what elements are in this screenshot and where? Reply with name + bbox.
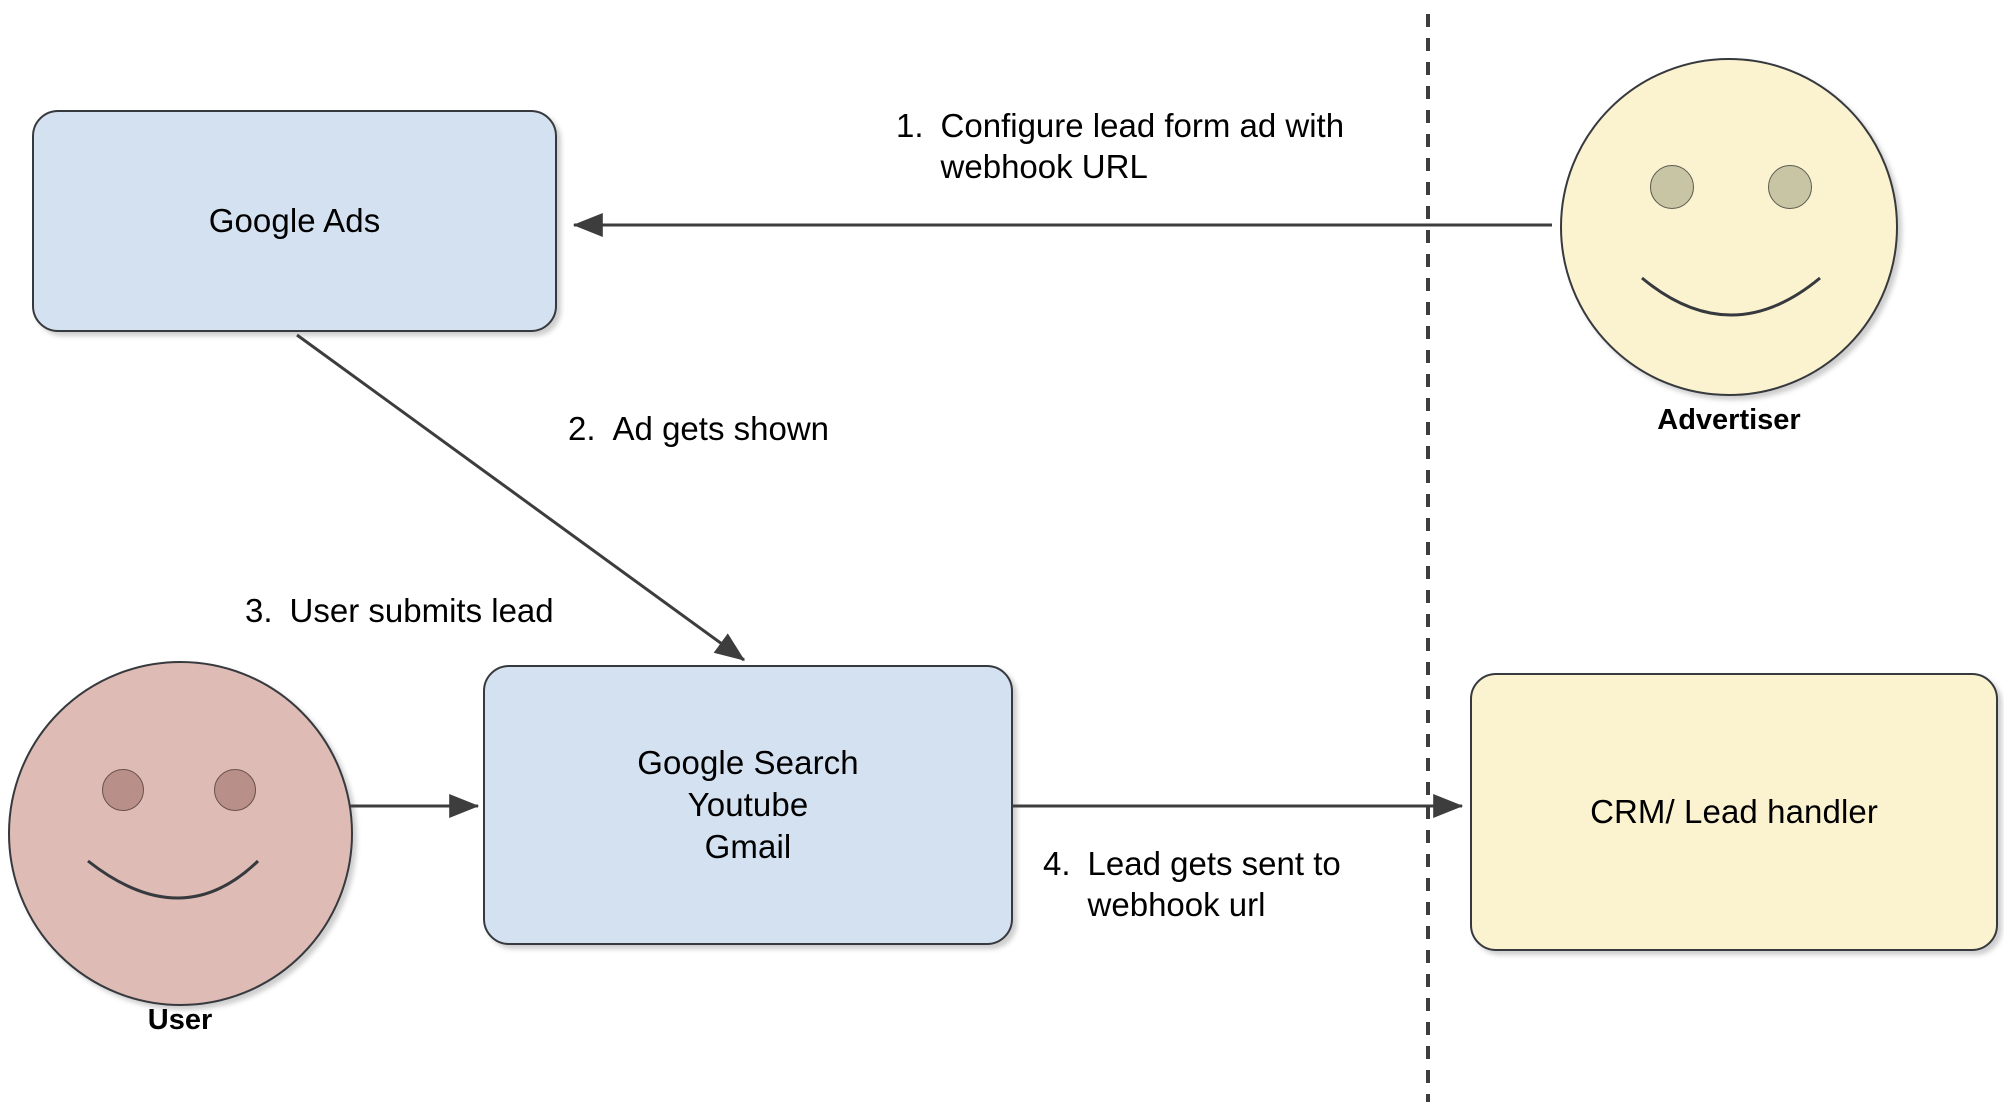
advertiser-left-eye-icon xyxy=(1650,165,1694,209)
step-2-text: Ad gets shown xyxy=(612,410,829,447)
node-google-ads[interactable]: Google Ads xyxy=(32,110,557,332)
node-google-ads-label: Google Ads xyxy=(208,202,381,239)
node-google-surfaces-label: Google Search Youtube Gmail xyxy=(637,744,859,865)
step-2-number: 2. xyxy=(568,410,596,447)
advertiser-smile-icon xyxy=(1641,276,1821,317)
step-4-text: Lead gets sent to webhook url xyxy=(1087,845,1341,923)
user-label: User xyxy=(147,1004,213,1036)
step-4-caption: 4. Lead gets sent to webhook url xyxy=(1043,843,1473,925)
step-1-text: Configure lead form ad with webhook URL xyxy=(940,107,1345,185)
node-crm[interactable]: CRM/ Lead handler xyxy=(1470,673,1998,951)
step-1-caption: 1. Configure lead form ad with webhook U… xyxy=(896,105,1416,187)
step-3-number: 3. xyxy=(245,592,273,629)
node-user-face[interactable] xyxy=(8,661,353,1006)
user-right-eye-icon xyxy=(214,769,256,811)
node-advertiser-face[interactable] xyxy=(1560,58,1898,396)
step-1-number: 1. xyxy=(896,107,924,144)
advertiser-label: Advertiser xyxy=(1657,404,1801,436)
step-3-caption: 3. User submits lead xyxy=(245,590,665,631)
advertiser-right-eye-icon xyxy=(1768,165,1812,209)
step-4-number: 4. xyxy=(1043,845,1071,882)
node-crm-label: CRM/ Lead handler xyxy=(1590,793,1878,830)
step-3-text: User submits lead xyxy=(289,592,554,629)
node-google-surfaces[interactable]: Google Search Youtube Gmail xyxy=(483,665,1013,945)
step-2-caption: 2. Ad gets shown xyxy=(568,408,988,449)
user-left-eye-icon xyxy=(102,769,144,811)
user-smile-icon xyxy=(87,859,260,900)
